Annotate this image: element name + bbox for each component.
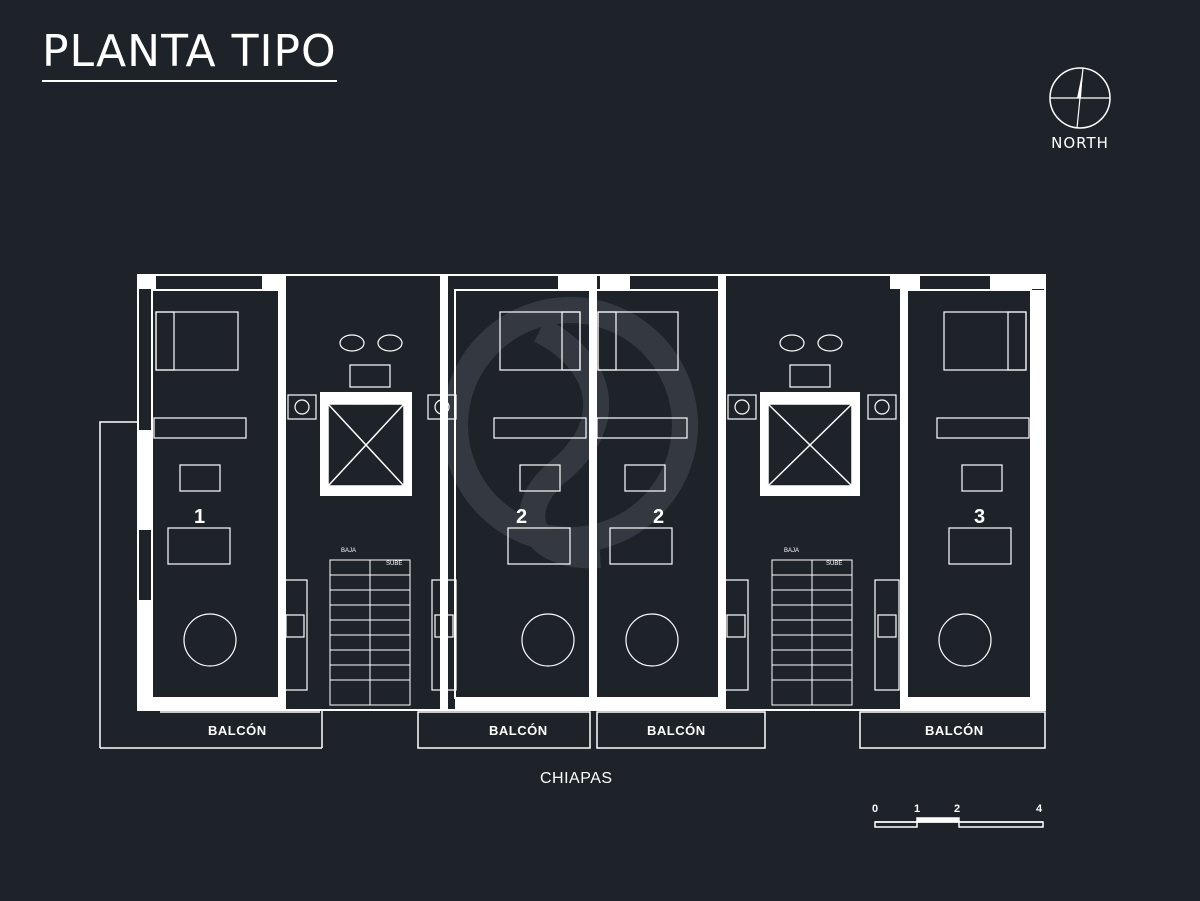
unit-number: 1 <box>194 506 206 528</box>
balcony-label: BALCÓN <box>647 723 706 738</box>
north-arrow: NORTH <box>1048 66 1112 158</box>
scale-bar <box>874 817 1044 828</box>
watermark-logo <box>442 297 698 569</box>
scale-mark: 4 <box>1036 803 1043 815</box>
stair-up-label: SUBE <box>826 561 843 567</box>
stair-up-label: SUBE <box>386 561 403 567</box>
compass-icon <box>1049 67 1111 129</box>
fixtures <box>282 334 900 691</box>
balcony-label: BALCÓN <box>489 723 548 738</box>
beds <box>155 311 1027 371</box>
unit-number: 2 <box>653 506 665 528</box>
balcony-label: BALCÓN <box>925 723 984 738</box>
unit-number: 2 <box>516 506 528 528</box>
structural-walls <box>138 275 1045 710</box>
scale-mark: 0 <box>872 803 879 815</box>
north-label: NORTH <box>1051 134 1109 152</box>
stair-down-label: BAJA <box>341 548 357 554</box>
street-label: CHIAPAS <box>540 770 613 787</box>
elevators <box>327 403 853 487</box>
balconies <box>99 421 1046 749</box>
scale-mark: 2 <box>954 803 961 815</box>
balcony-label: BALCÓN <box>208 723 267 738</box>
stair-down-label: BAJA <box>784 548 800 554</box>
unit-number: 3 <box>974 506 986 528</box>
furniture <box>153 417 1030 667</box>
scale-mark: 1 <box>914 803 921 815</box>
plan-title: PLANTA TIPO <box>42 30 337 82</box>
stairs <box>329 559 853 706</box>
